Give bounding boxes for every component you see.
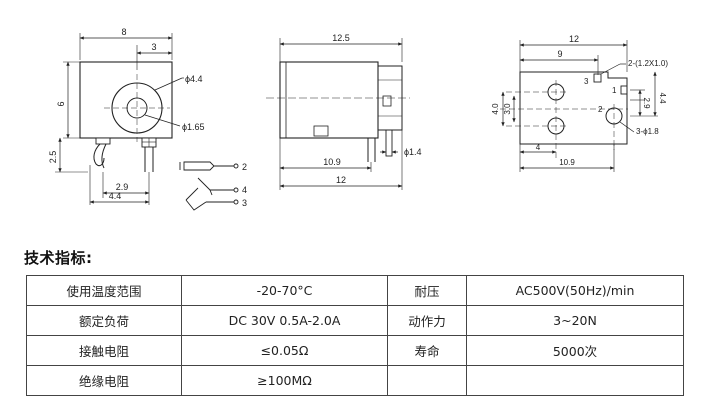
footprint-hole-label: 3-ϕ1.8 [636,127,659,136]
footprint-dim-height: 4.0 [491,103,500,115]
spec-label: 耐压 [387,275,467,306]
footprint-dim-top: 9 [557,49,562,59]
spec-heading: 技术指标: [24,249,93,267]
footprint-slot-label: 2-(1.2X1.0) [628,59,668,68]
pin-schematic-symbol [179,161,239,211]
spec-label: 接触电阻 [26,335,182,366]
spec-value [466,365,684,396]
table-row: 接触电阻 ≤0.05Ω 寿命 5000次 [26,335,684,366]
spec-label [387,365,467,396]
table-row: 额定负荷 DC 30V 0.5A-2.0A 动作力 3~20N [26,305,684,336]
side-dim-pin-pos: 10.9 [323,157,341,167]
spec-label: 动作力 [387,305,467,336]
front-dim-hole-outer: ϕ4.4 [185,74,203,84]
side-view-drawing [266,38,410,190]
pcb-footprint-drawing [500,40,658,172]
spec-value: AC500V(50Hz)/min [466,275,684,306]
front-view-drawing [55,33,184,205]
front-dim-hole-inner: ϕ1.65 [182,122,205,132]
schematic-pin-3: 3 [242,198,247,208]
front-dim-width: 8 [121,27,126,37]
footprint-pin-1: 1 [612,86,617,95]
front-dim-height: 6 [56,101,66,106]
front-dim-offset: 3 [151,42,156,52]
spec-label: 使用温度范围 [26,275,182,306]
spec-label: 绝缘电阻 [26,365,182,396]
footprint-dim-right-small: 2.9 [642,97,651,109]
schematic-pin-2: 2 [242,162,247,172]
spec-value: -20-70°C [181,275,388,306]
spec-label: 额定负荷 [26,305,182,336]
footprint-pin-3: 3 [584,77,589,86]
footprint-pin-2: 2 [598,105,603,114]
technical-drawings: 8 3 6 2.5 ϕ4.4 ϕ1.65 2.9 4.4 2 4 3 [48,27,668,211]
footprint-dim-right-large: 4.4 [658,92,667,104]
footprint-dim-total: 12 [569,34,579,44]
side-dim-length: 12.5 [332,33,350,43]
spec-value: DC 30V 0.5A-2.0A [181,305,388,336]
footprint-dim-bottom: 10.9 [559,158,575,167]
spec-value: 3~20N [466,305,684,336]
footprint-dim-row: 3.0 [503,103,512,115]
front-dim-pin-span: 4.4 [109,191,122,201]
footprint-dim-bottom-small: 4 [536,143,541,152]
side-dim-pin-width: ϕ1.4 [404,147,422,157]
table-row: 绝缘电阻 ≥100MΩ [26,365,684,396]
side-dim-body: 12 [336,175,346,185]
spec-value: ≥100MΩ [181,365,388,396]
spec-table: 使用温度范围 -20-70°C 耐压 AC500V(50Hz)/min 额定负荷… [26,275,684,396]
schematic-pin-4: 4 [242,185,247,195]
table-row: 使用温度范围 -20-70°C 耐压 AC500V(50Hz)/min [26,275,684,306]
spec-value: 5000次 [466,335,684,366]
spec-label: 寿命 [387,335,467,366]
front-dim-pin-pitch: 2.9 [116,182,129,192]
spec-value: ≤0.05Ω [181,335,388,366]
front-dim-pin-height: 2.5 [48,151,58,164]
